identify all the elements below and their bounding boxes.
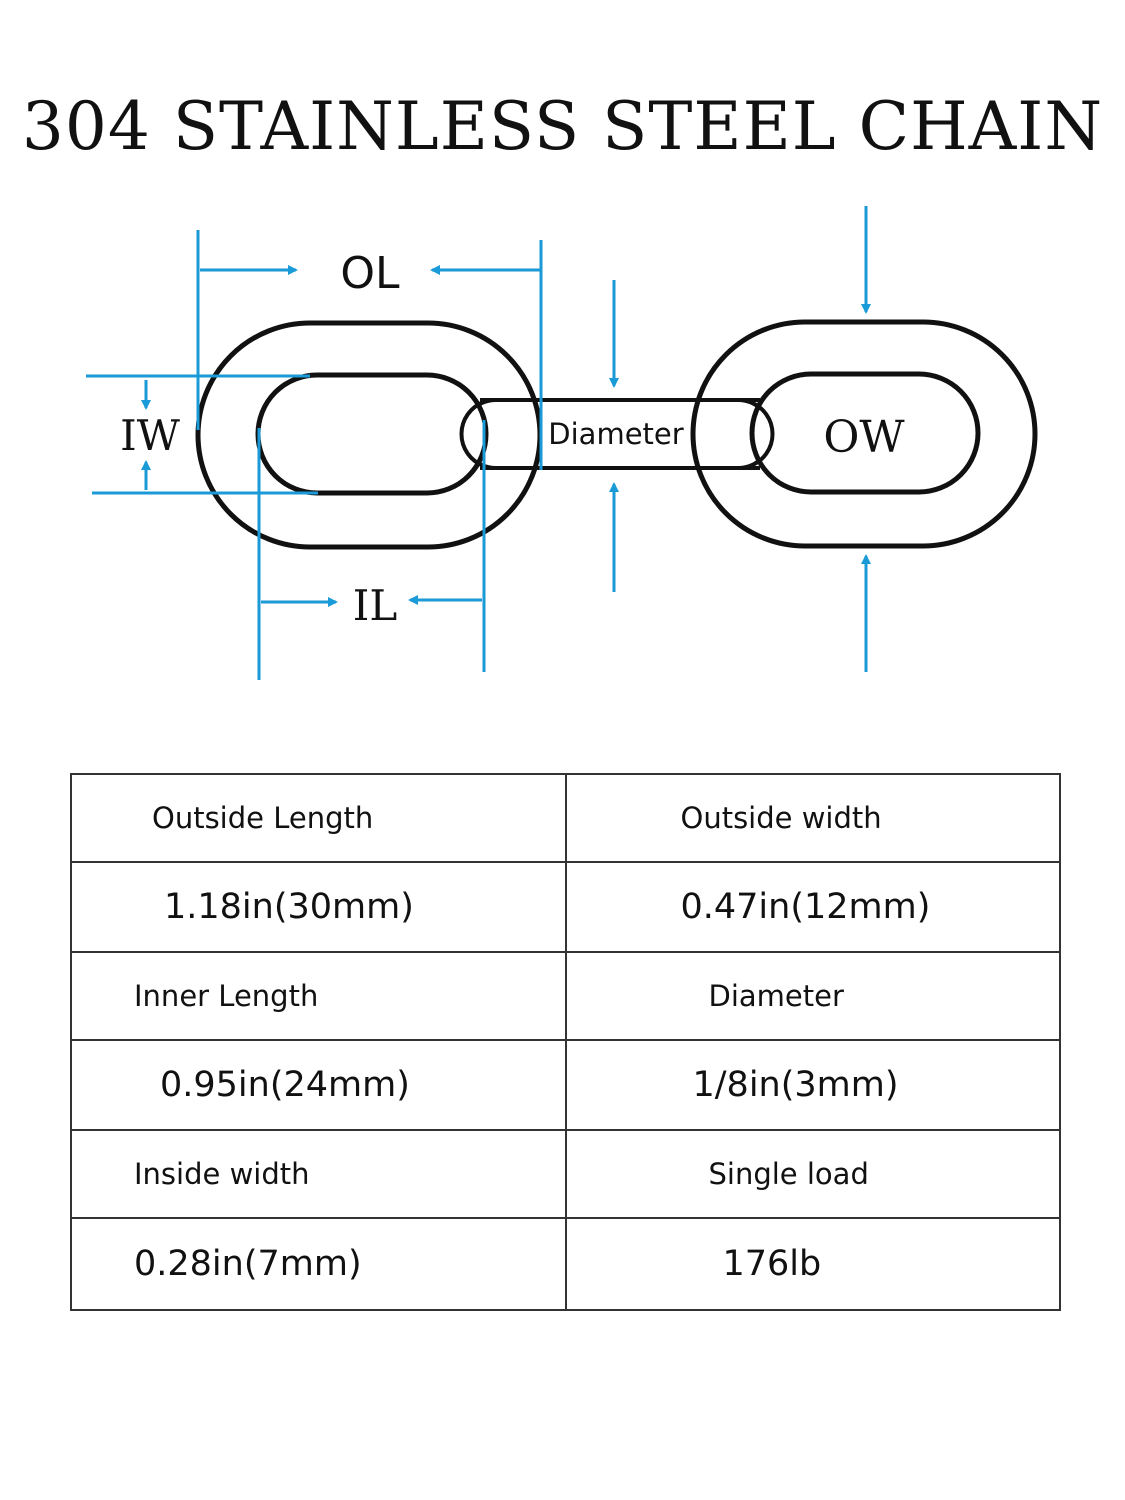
spec-label: Outside width xyxy=(680,801,882,835)
spec-value-cell: 1.18in(30mm) xyxy=(70,861,567,953)
ow-label: OW xyxy=(823,412,905,463)
diameter-label: Diameter xyxy=(548,417,683,451)
spec-table: Outside Length Outside width 1.18in(30mm… xyxy=(70,773,1061,1311)
ol-label: OL xyxy=(340,248,400,299)
table-row: 1.18in(30mm) 0.47in(12mm) xyxy=(70,861,1061,953)
spec-value-cell: 176lb xyxy=(564,1217,1061,1311)
il-label: IL xyxy=(353,581,397,630)
spec-value-cell: 0.95in(24mm) xyxy=(70,1039,567,1131)
table-row: 0.95in(24mm) 1/8in(3mm) xyxy=(70,1039,1061,1131)
spec-label: Outside Length xyxy=(152,801,374,835)
spec-label-cell: Outside Length xyxy=(70,773,567,863)
spec-value-cell: 1/8in(3mm) xyxy=(564,1039,1061,1131)
spec-label-cell: Inner Length xyxy=(70,951,567,1041)
spec-label-cell: Inside width xyxy=(70,1129,567,1219)
spec-value: 1/8in(3mm) xyxy=(692,1065,899,1105)
spec-label-cell: Diameter xyxy=(564,951,1061,1041)
spec-label: Diameter xyxy=(708,979,844,1013)
spec-value: 1.18in(30mm) xyxy=(164,887,414,927)
spec-value: 176lb xyxy=(722,1244,822,1284)
table-row: Inside width Single load xyxy=(70,1129,1061,1219)
spec-label: Single load xyxy=(708,1157,869,1191)
page-title: 304 STAINLESS STEEL CHAIN xyxy=(21,88,1104,165)
dimension-lines xyxy=(86,206,871,680)
spec-value-cell: 0.28in(7mm) xyxy=(70,1217,567,1311)
spec-value: 0.47in(12mm) xyxy=(680,887,931,927)
right-chain-link xyxy=(690,319,1038,549)
spec-value-cell: 0.47in(12mm) xyxy=(564,861,1061,953)
spec-value: 0.95in(24mm) xyxy=(160,1065,410,1105)
table-row: Outside Length Outside width xyxy=(70,773,1061,863)
spec-label-cell: Outside width xyxy=(564,773,1061,863)
spec-label: Inner Length xyxy=(134,979,319,1013)
table-row: 0.28in(7mm) 176lb xyxy=(70,1217,1061,1311)
diameter-label-bg xyxy=(540,402,690,466)
spec-label: Inside width xyxy=(134,1157,310,1191)
spec-label-cell: Single load xyxy=(564,1129,1061,1219)
iw-label: IW xyxy=(120,411,181,460)
spec-value: 0.28in(7mm) xyxy=(134,1244,362,1284)
table-row: Inner Length Diameter xyxy=(70,951,1061,1041)
chain-dimension-diagram: OL IW IL Diameter OW xyxy=(86,206,1038,680)
